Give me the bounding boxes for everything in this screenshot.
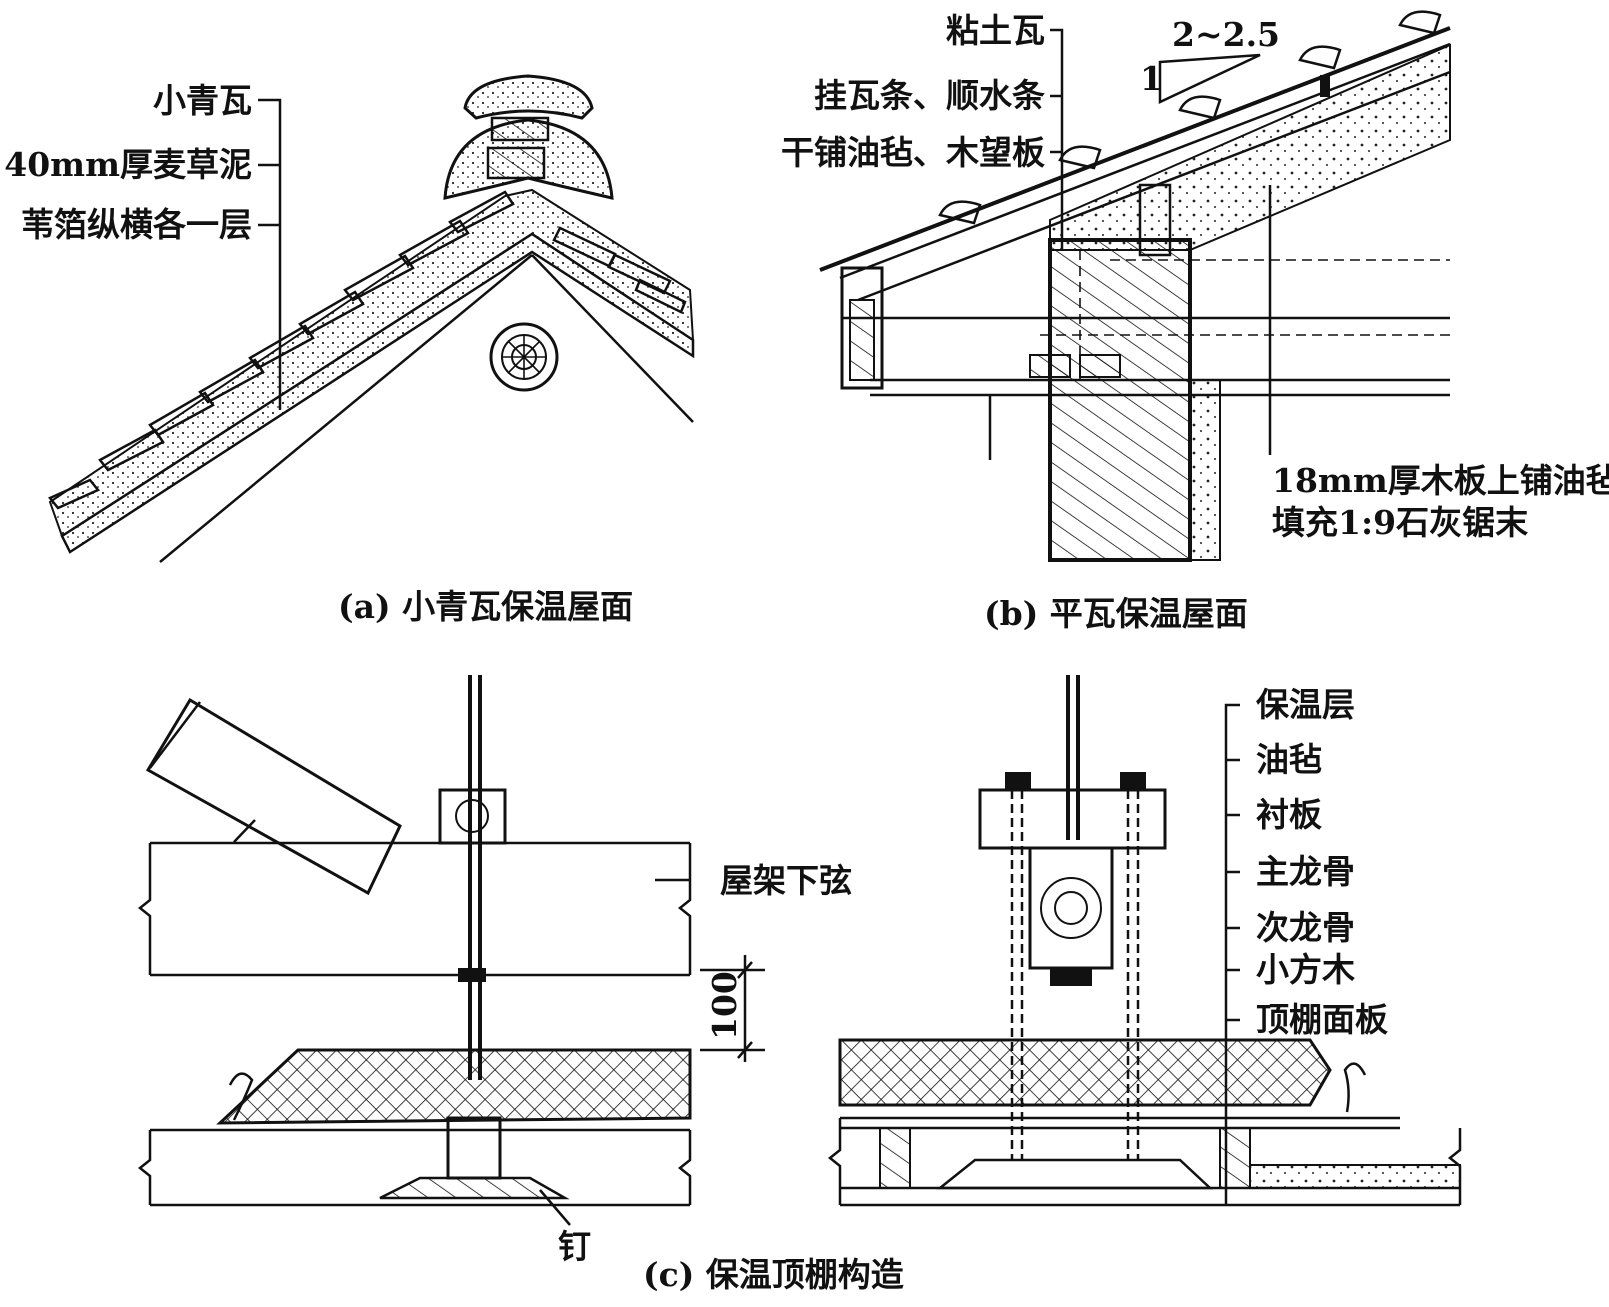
panel-c-label-felt: 油毡 (1256, 740, 1322, 779)
panel-b-note-board: 18mm厚木板上铺油毡 (1272, 461, 1609, 500)
panel-c-caption: (c) 保温顶棚构造 (643, 1255, 904, 1294)
panel-b-label-felt-board: 干铺油毡、木望板 (781, 133, 1045, 172)
panel-c-label-ceiling-panel: 顶棚面板 (1256, 1000, 1388, 1039)
panel-b-label-clay-tile: 粘土瓦 (946, 11, 1045, 50)
panel-c-left-drawing (137, 675, 765, 1226)
panel-c-label-secondary-joist: 次龙骨 (1256, 908, 1355, 947)
panel-c-label-main-joist: 主龙骨 (1256, 852, 1355, 891)
panel-c-label-truss: 屋架下弦 (720, 861, 852, 900)
panel-c-label-lining-board: 衬板 (1256, 795, 1322, 834)
panel-a-drawing (48, 74, 695, 563)
panel-b-note-fill: 填充1:9石灰锯末 (1272, 503, 1528, 542)
panel-b-drawing (819, 10, 1451, 562)
panel-b-caption: (b) 平瓦保温屋面 (984, 594, 1248, 633)
panel-a-label-mud: 40mm厚麦草泥 (4, 145, 252, 184)
panel-c-label-nail: 钉 (558, 1227, 591, 1266)
panel-c-dimension-100: 100 (705, 971, 744, 1040)
panel-c-label-square-timber: 小方木 (1256, 950, 1355, 989)
panel-a-label-tile: 小青瓦 (153, 81, 252, 120)
panel-b-label-battens: 挂瓦条、顺水条 (814, 76, 1045, 115)
panel-b-slope-run: 2~2.5 (1172, 15, 1280, 54)
panel-c-label-insulation: 保温层 (1256, 685, 1355, 724)
panel-b-slope-rise: 1 (1140, 59, 1163, 98)
panel-c-right-drawing (827, 675, 1462, 1207)
panel-a-caption: (a) 小青瓦保温屋面 (338, 587, 633, 626)
panel-a-label-reed: 苇箔纵横各一层 (21, 205, 252, 244)
